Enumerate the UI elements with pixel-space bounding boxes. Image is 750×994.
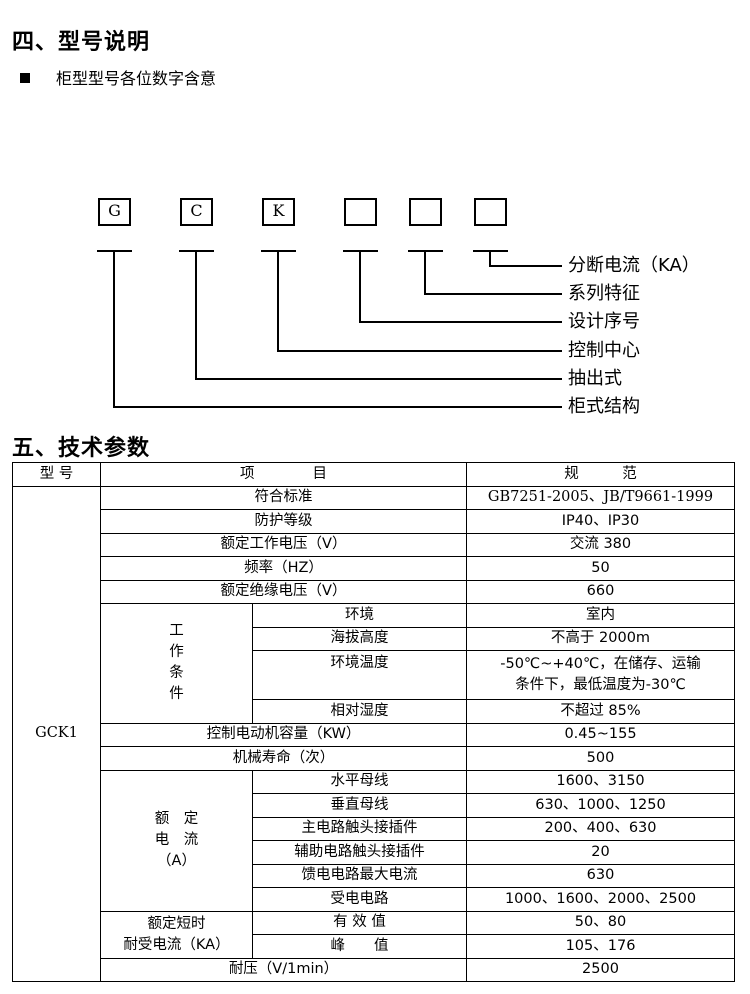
leader-vert-2 [195, 251, 197, 380]
spec-cell: 1000、1600、2000、2500 [466, 887, 735, 912]
item-cell: 环境温度 [252, 650, 467, 700]
table-row: 受电电路 1000、1600、2000、2500 [13, 887, 735, 912]
spec-cell: 1600、3150 [466, 769, 735, 794]
item-cell: 受电电路 [252, 887, 467, 912]
code-box-6 [474, 198, 507, 226]
leader-vert-4 [359, 251, 361, 323]
spec-cell: -50℃~+40℃，在储存、运输 条件下，最低温度为-30℃ [466, 650, 735, 700]
table-row: 额定工作电压（V） 交流 380 [13, 532, 735, 557]
label-cabinet-structure: 柜式结构 [568, 396, 640, 417]
spec-cell: 660 [466, 579, 735, 604]
group-working-conditions: 工 作 条 件 [100, 603, 253, 724]
label-withdrawable: 抽出式 [568, 368, 622, 389]
table-row: 控制电动机容量（KW） 0.45~155 [13, 722, 735, 747]
item-cell: 相对湿度 [252, 699, 467, 724]
leader-horiz-2 [195, 378, 562, 380]
leader-horiz-6 [489, 265, 562, 267]
spec-cell: IP40、IP30 [466, 509, 735, 534]
item-cell: 垂直母线 [252, 793, 467, 818]
spec-cell: 20 [466, 840, 735, 865]
table-row: 垂直母线 630、1000、1250 [13, 793, 735, 818]
table-row: 工 作 条 件 环境 室内 [13, 603, 735, 724]
table-header-row: 型 号 项 目 规 范 [12, 462, 735, 487]
item-cell: 额定工作电压（V） [100, 532, 467, 557]
spec-cell: 50 [466, 556, 735, 581]
bullet-line: 柜型型号各位数字含意 [20, 65, 216, 89]
item-cell: 耐压（V/1min） [100, 957, 467, 982]
item-cell: 馈电电路最大电流 [252, 863, 467, 888]
table-row: 机械寿命（次） 500 [13, 746, 735, 771]
leader-vert-1 [113, 251, 115, 408]
label-breaking-current: 分断电流（KA） [568, 255, 700, 276]
spec-cell: 50、80 [466, 910, 735, 935]
item-cell: 主电路触头接插件 [252, 816, 467, 841]
item-cell: 符合标准 [100, 485, 467, 510]
spec-cell: 不超过 85% [466, 699, 735, 724]
item-cell: 频率（HZ） [100, 556, 467, 581]
spec-cell: 105、176 [466, 934, 735, 959]
item-cell: 机械寿命（次） [100, 746, 467, 771]
code-box-g: G [98, 198, 131, 226]
spec-cell: 交流 380 [466, 532, 735, 557]
header-spec: 规 范 [466, 462, 735, 487]
item-cell: 辅助电路触头接插件 [252, 840, 467, 865]
table-row: 环境温度 -50℃~+40℃，在储存、运输 条件下，最低温度为-30℃ [13, 650, 735, 700]
model-cell: GCK1 [12, 485, 101, 982]
spec-table: 型 号 项 目 规 范 GCK1 符合标准 GB7251-2005、JB/T96… [12, 462, 735, 982]
item-cell: 峰 值 [252, 934, 467, 959]
spec-cell: GB7251-2005、JB/T9661-1999 [466, 485, 735, 510]
spec-cell: 室内 [466, 603, 735, 628]
section4-title: 四、型号说明 [12, 30, 151, 55]
label-control-center: 控制中心 [568, 340, 640, 361]
table-row: 额定绝缘电压（V） 660 [13, 579, 735, 604]
spec-cell: 630 [466, 863, 735, 888]
spec-cell: 2500 [466, 957, 735, 982]
table-row: 额定短时 耐受电流（KA） 有 效 值 50、80 [13, 910, 735, 959]
item-cell: 控制电动机容量（KW） [100, 722, 467, 747]
item-cell: 额定绝缘电压（V） [100, 579, 467, 604]
table-row: 频率（HZ） 50 [13, 556, 735, 581]
leader-vert-6 [489, 251, 491, 267]
code-box-c: C [180, 198, 213, 226]
header-model: 型 号 [12, 462, 101, 487]
leader-horiz-4 [359, 321, 562, 323]
table-row: 额 定 电 流 （A） 水平母线 1600、3150 [13, 769, 735, 912]
spec-cell: 200、400、630 [466, 816, 735, 841]
bullet-text: 柜型型号各位数字含意 [56, 69, 217, 88]
table-row: 防护等级 IP40、IP30 [13, 509, 735, 534]
leader-horiz-5 [424, 293, 562, 295]
spec-cell: 630、1000、1250 [466, 793, 735, 818]
spec-cell: 500 [466, 746, 735, 771]
header-item: 项 目 [100, 462, 467, 487]
item-cell: 有 效 值 [252, 910, 467, 935]
section5-title: 五、技术参数 [12, 436, 151, 461]
table-row: 耐压（V/1min） 2500 [13, 957, 735, 982]
square-bullet-icon [20, 72, 30, 83]
label-series-feature: 系列特征 [568, 283, 640, 304]
leader-vert-3 [277, 251, 279, 352]
code-box-5 [409, 198, 442, 226]
leader-horiz-3 [277, 350, 562, 352]
item-cell: 防护等级 [100, 509, 467, 534]
group-short-time-current: 额定短时 耐受电流（KA） [100, 910, 253, 959]
leader-vert-5 [424, 251, 426, 295]
spec-cell: 不高于 2000m [466, 626, 735, 651]
spec-cell: 0.45~155 [466, 722, 735, 747]
leader-horiz-1 [113, 406, 562, 408]
item-cell: 海拔高度 [252, 626, 467, 651]
code-box-k: K [262, 198, 295, 226]
item-cell: 水平母线 [252, 769, 467, 794]
code-box-4 [344, 198, 377, 226]
table-row: GCK1 符合标准 GB7251-2005、JB/T9661-1999 [12, 485, 735, 982]
table-row: 海拔高度 不高于 2000m [13, 626, 735, 651]
table-row: 辅助电路触头接插件 20 [13, 840, 735, 865]
group-rated-current: 额 定 电 流 （A） [100, 769, 253, 912]
table-row: 峰 值 105、176 [13, 934, 735, 959]
item-cell: 环境 [252, 603, 467, 628]
label-design-number: 设计序号 [568, 311, 640, 332]
